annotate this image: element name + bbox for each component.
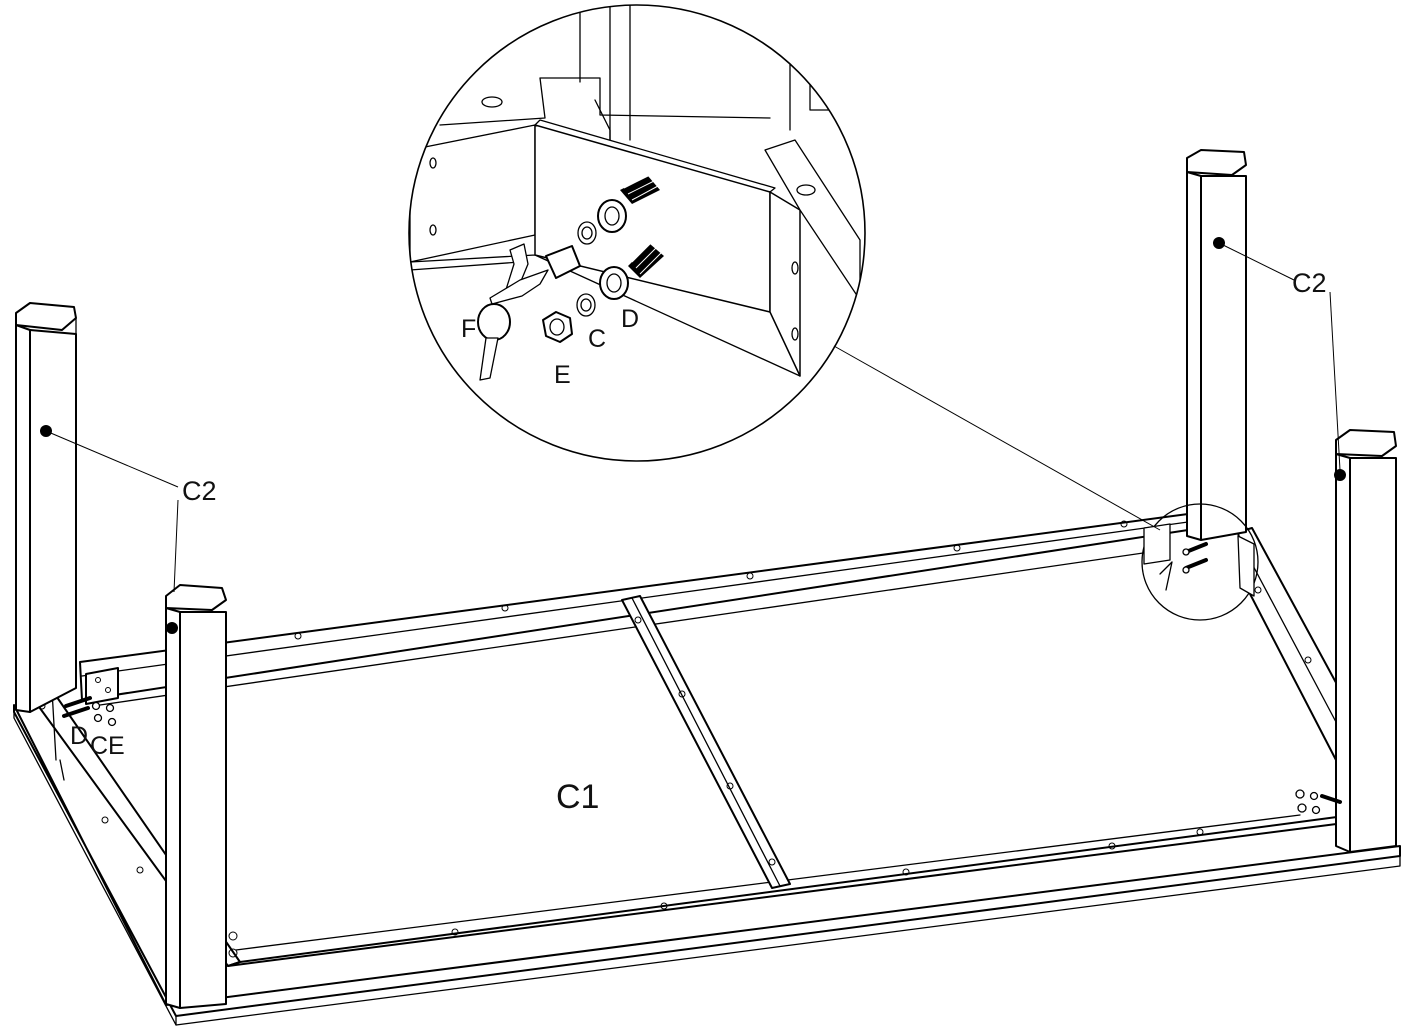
corner-hardware-right-front [1295, 789, 1342, 815]
corner-bracket-left [62, 667, 119, 727]
label-corner-d: D [70, 722, 88, 750]
nut-e [542, 311, 573, 343]
label-leg-c2-left: C2 [182, 476, 217, 506]
label-detail-e: E [554, 361, 571, 389]
leader-lines [45, 242, 1341, 593]
leg-right-front [1334, 429, 1397, 853]
leg-left-back [15, 302, 77, 713]
leg-right-back [1186, 149, 1247, 541]
detail-callout-small [1141, 503, 1259, 621]
detail-leader-line [833, 345, 1161, 531]
label-detail-f: F [461, 315, 476, 343]
frame-c1 [13, 513, 1401, 1026]
label-frame-c1: C1 [556, 778, 599, 816]
bolt-upper [577, 173, 660, 245]
bolt-lower [576, 239, 664, 317]
label-corner-ce: CE [90, 732, 125, 760]
label-detail-d: D [621, 305, 639, 333]
wrench-f [477, 243, 581, 381]
label-leg-c2-right: C2 [1292, 268, 1327, 298]
detail-callout-magnified [408, 4, 866, 462]
leg-left-front [165, 584, 238, 1009]
label-detail-c: C [588, 325, 606, 353]
